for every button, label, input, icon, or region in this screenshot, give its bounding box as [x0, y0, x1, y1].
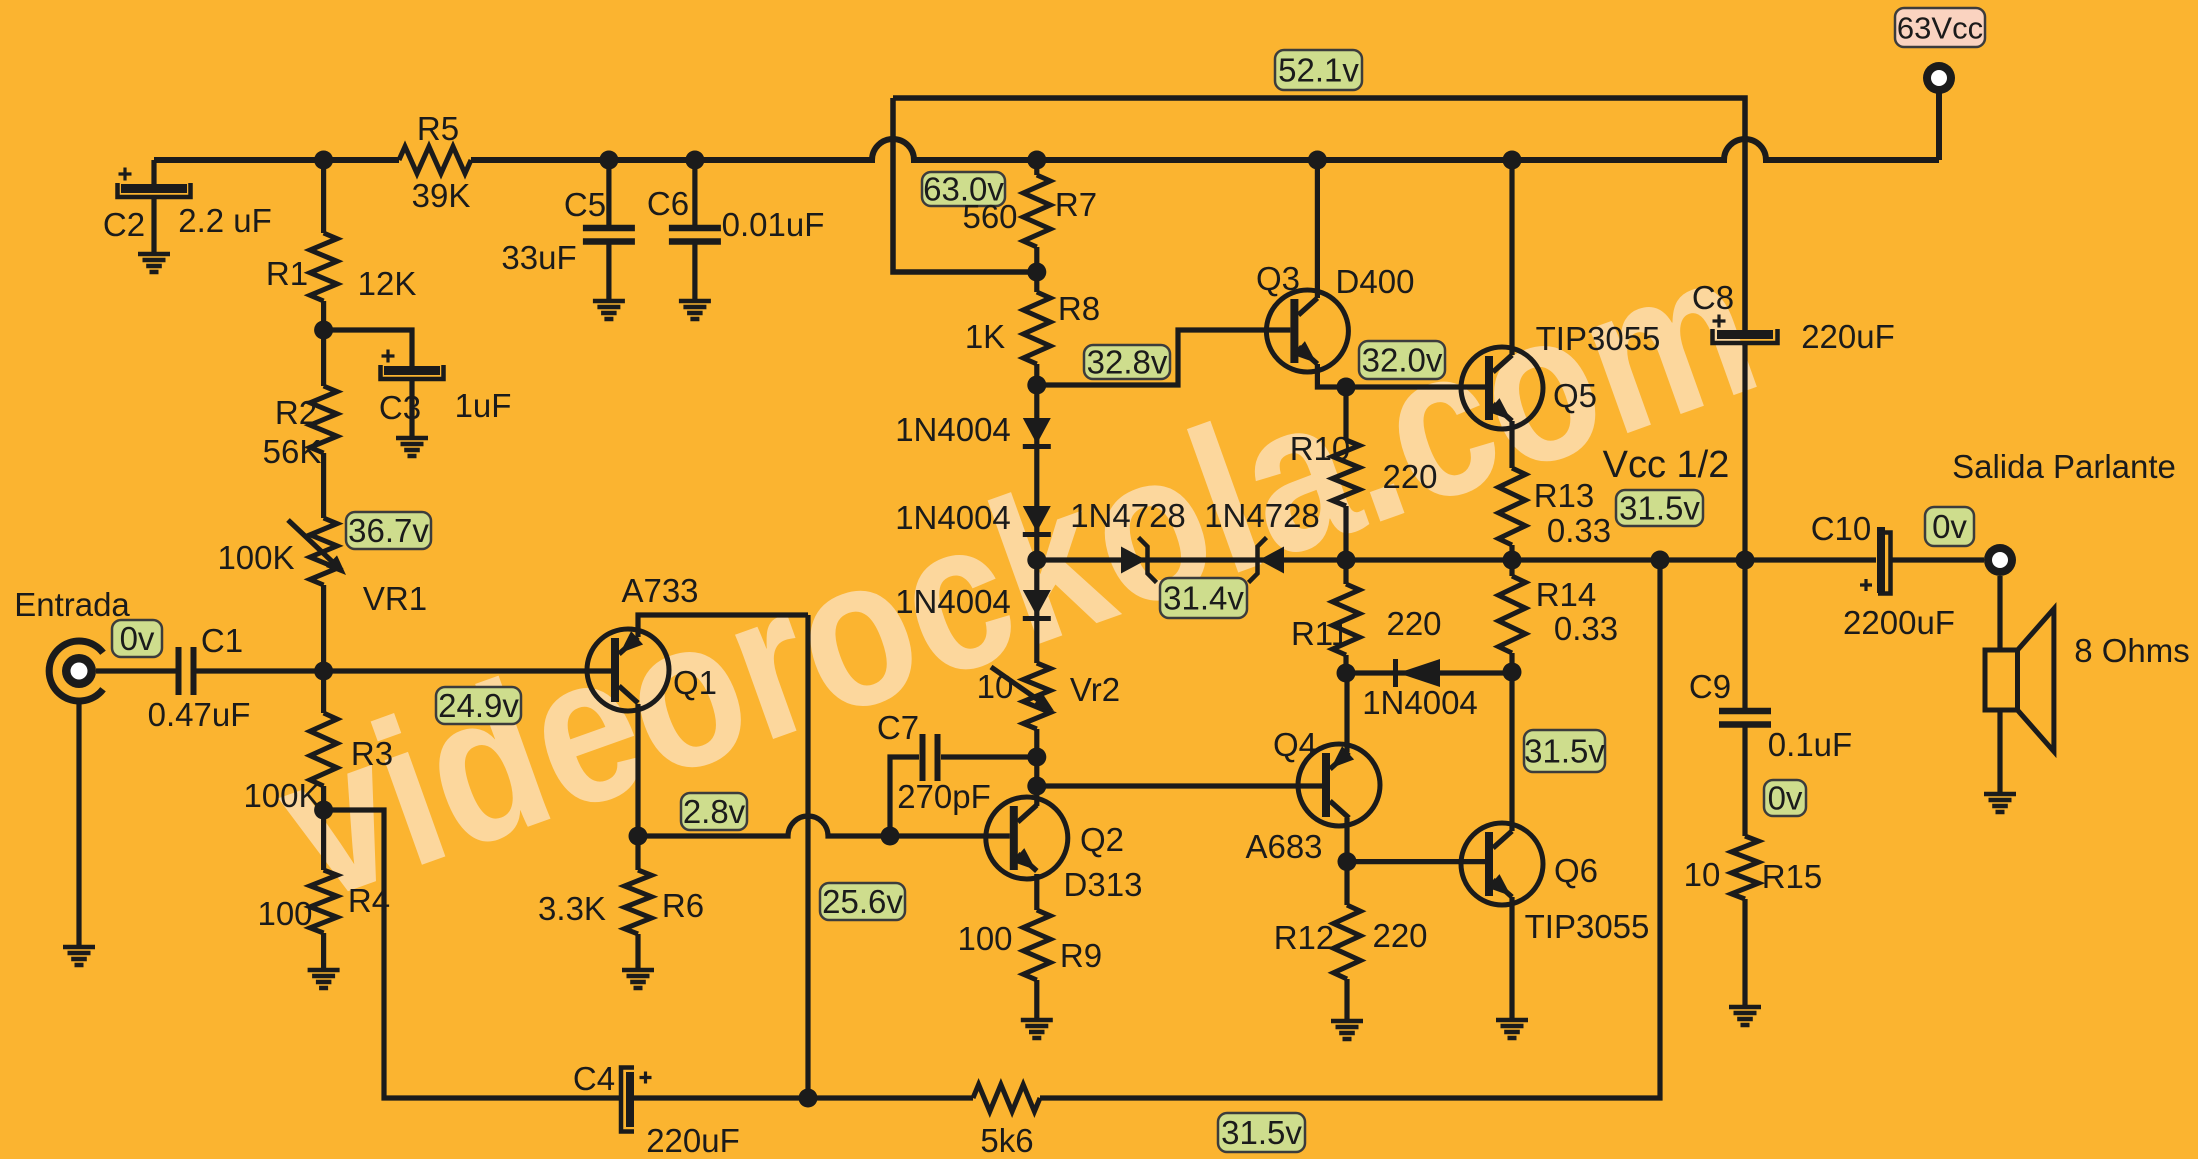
svg-text:3.3K: 3.3K [538, 890, 606, 927]
svg-text:12K: 12K [358, 265, 417, 302]
svg-text:1uF: 1uF [455, 387, 512, 424]
svg-text:C6: C6 [647, 185, 689, 222]
svg-text:Q5: Q5 [1553, 377, 1597, 414]
svg-text:31.5v: 31.5v [1524, 733, 1605, 770]
svg-text:2200uF: 2200uF [1843, 604, 1955, 641]
svg-text:0.33: 0.33 [1554, 610, 1618, 647]
svg-text:R7: R7 [1055, 186, 1097, 223]
svg-text:2.2 uF: 2.2 uF [178, 202, 272, 239]
svg-text:VR1: VR1 [363, 580, 427, 617]
svg-text:2.8v: 2.8v [683, 793, 746, 830]
svg-text:Q3: Q3 [1256, 260, 1300, 297]
svg-text:C1: C1 [201, 622, 243, 659]
svg-text:0v: 0v [1768, 780, 1803, 817]
svg-text:R3: R3 [351, 735, 393, 772]
svg-text:220: 220 [1372, 917, 1427, 954]
svg-text:R15: R15 [1762, 858, 1823, 895]
svg-text:270pF: 270pF [897, 778, 991, 815]
svg-text:25.6v: 25.6v [822, 883, 903, 920]
svg-text:R5: R5 [417, 110, 459, 147]
svg-text:1N4004: 1N4004 [1362, 684, 1478, 721]
svg-text:100K: 100K [243, 777, 320, 814]
svg-text:220uF: 220uF [1801, 318, 1895, 355]
svg-text:Vr2: Vr2 [1070, 671, 1120, 708]
svg-text:1N4728: 1N4728 [1204, 497, 1320, 534]
svg-text:10: 10 [1684, 856, 1721, 893]
svg-text:Q4: Q4 [1273, 726, 1317, 763]
svg-text:10: 10 [977, 668, 1014, 705]
svg-text:39K: 39K [412, 177, 471, 214]
svg-text:C3: C3 [379, 389, 421, 426]
svg-text:100: 100 [257, 895, 312, 932]
svg-text:R8: R8 [1058, 290, 1100, 327]
svg-text:32.8v: 32.8v [1087, 344, 1168, 381]
svg-text:100K: 100K [217, 539, 294, 576]
svg-text:Vcc 1/2: Vcc 1/2 [1603, 444, 1730, 486]
svg-text:1N4004: 1N4004 [895, 411, 1011, 448]
svg-text:C8: C8 [1692, 279, 1734, 316]
svg-text:C9: C9 [1689, 668, 1731, 705]
svg-text:R2: R2 [275, 394, 317, 431]
svg-text:1N4728: 1N4728 [1070, 497, 1186, 534]
svg-text:0v: 0v [120, 620, 155, 657]
svg-text:A683: A683 [1245, 828, 1322, 865]
svg-text:D400: D400 [1336, 263, 1415, 300]
svg-text:31.4v: 31.4v [1163, 580, 1244, 617]
svg-text:Entrada: Entrada [14, 586, 130, 623]
svg-text:220: 220 [1386, 605, 1441, 642]
svg-text:R10: R10 [1290, 430, 1351, 467]
svg-text:0.1uF: 0.1uF [1768, 726, 1852, 763]
svg-text:1N4004: 1N4004 [895, 583, 1011, 620]
svg-text:0v: 0v [1932, 508, 1967, 545]
svg-text:0.47uF: 0.47uF [148, 696, 251, 733]
svg-text:R1: R1 [266, 255, 308, 292]
svg-text:560: 560 [962, 198, 1017, 235]
svg-text:Q2: Q2 [1080, 821, 1124, 858]
svg-text:C4: C4 [573, 1060, 615, 1097]
svg-text:R9: R9 [1060, 937, 1102, 974]
svg-text:32.0v: 32.0v [1362, 342, 1443, 379]
svg-text:C2: C2 [103, 206, 145, 243]
svg-text:36.7v: 36.7v [348, 512, 429, 549]
svg-text:31.5v: 31.5v [1619, 490, 1700, 527]
svg-text:52.1v: 52.1v [1278, 52, 1359, 89]
svg-text:0.33: 0.33 [1547, 512, 1611, 549]
svg-text:220: 220 [1382, 458, 1437, 495]
svg-text:63Vcc: 63Vcc [1897, 10, 1983, 45]
svg-text:1N4004: 1N4004 [895, 499, 1011, 536]
svg-text:R11: R11 [1291, 615, 1349, 652]
svg-text:1K: 1K [965, 318, 1005, 355]
svg-text:100: 100 [957, 920, 1012, 957]
svg-text:31.5v: 31.5v [1221, 1114, 1302, 1151]
svg-text:C5: C5 [564, 186, 606, 223]
svg-text:R4: R4 [348, 882, 390, 919]
svg-text:R14: R14 [1536, 576, 1597, 613]
svg-text:R12: R12 [1274, 919, 1335, 956]
svg-text:Q1: Q1 [673, 664, 717, 701]
svg-text:C7: C7 [877, 709, 919, 746]
svg-text:R6: R6 [662, 887, 704, 924]
svg-text:24.9v: 24.9v [438, 687, 519, 724]
svg-text:A733: A733 [621, 572, 698, 609]
svg-text:33uF: 33uF [501, 239, 576, 276]
svg-text:TIP3055: TIP3055 [1536, 320, 1661, 357]
svg-text:5k6: 5k6 [980, 1122, 1033, 1159]
svg-text:Q6: Q6 [1554, 852, 1598, 889]
svg-text:220uF: 220uF [646, 1122, 740, 1159]
svg-text:D313: D313 [1064, 866, 1143, 903]
svg-text:TIP3055: TIP3055 [1525, 908, 1650, 945]
svg-text:56K: 56K [263, 433, 322, 470]
svg-text:8 Ohms: 8 Ohms [2074, 632, 2190, 669]
svg-text:Salida Parlante: Salida Parlante [1952, 448, 2176, 485]
svg-text:0.01uF: 0.01uF [722, 206, 825, 243]
svg-text:R13: R13 [1534, 477, 1595, 514]
svg-text:C10: C10 [1811, 510, 1872, 547]
svg-text:63.0v: 63.0v [923, 171, 1004, 208]
